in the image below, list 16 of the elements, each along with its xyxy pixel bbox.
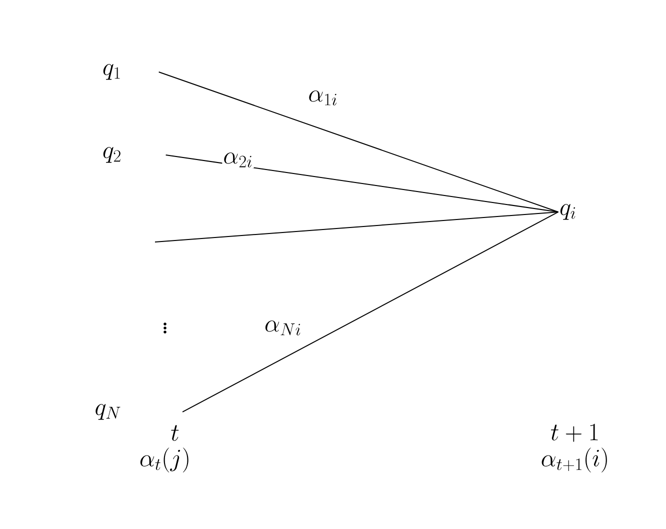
state-label: $q_i$ (560, 204, 576, 220)
edge-label: $\alpha_{Ni}$ (263, 320, 303, 336)
state-label: $q_1$ (103, 64, 120, 80)
line (158, 72, 559, 212)
line (154, 211, 559, 242)
state-label: $q_2$ (103, 146, 120, 163)
line (182, 211, 559, 412)
time-label: $t+1$ (550, 424, 598, 442)
edge-label: $\alpha_{2i}$ (222, 152, 254, 168)
time-label: $t$ (171, 425, 179, 441)
line (165, 154, 559, 212)
time-label: $\alpha_t(j)$ (140, 448, 188, 472)
ellipsis: $\vdots$ (164, 322, 166, 334)
time-label: $\alpha_{t+1}(i)$ (542, 448, 607, 472)
edge-label: $\alpha_{1i}$ (307, 90, 339, 106)
state-label: $q_N$ (96, 404, 120, 420)
